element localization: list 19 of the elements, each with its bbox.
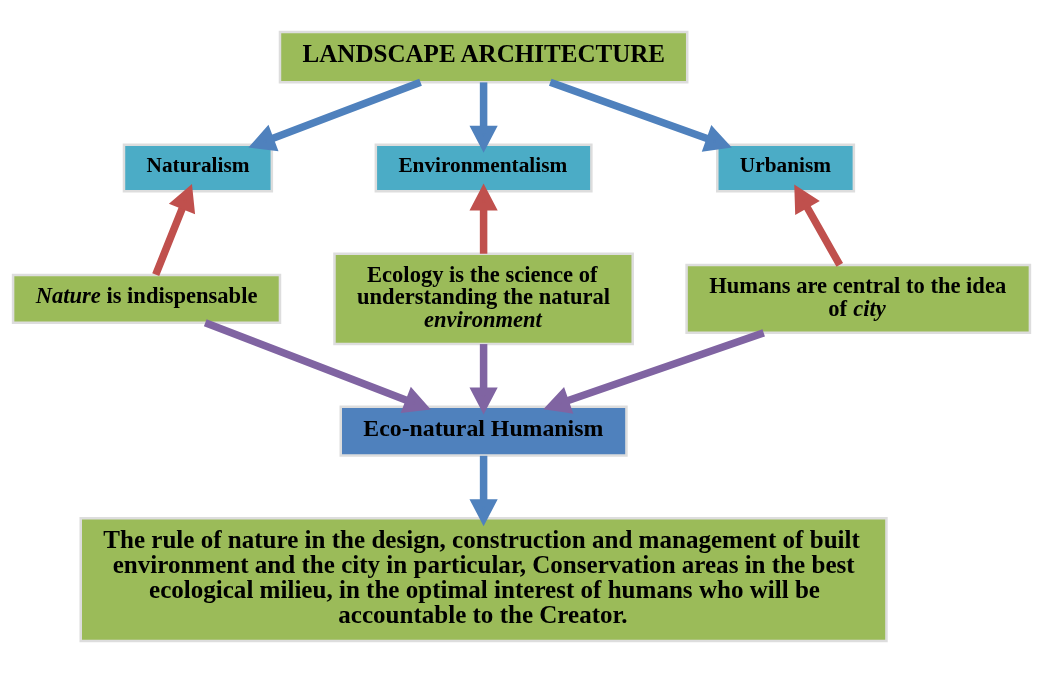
arrow	[469, 82, 498, 153]
arrow	[469, 183, 498, 254]
arrow	[548, 78, 732, 152]
node-box: Environmentalism	[374, 143, 593, 193]
node-box: Humans are central to the idea of city	[685, 263, 1032, 334]
arrow	[203, 319, 431, 414]
arrow	[469, 455, 498, 527]
node-box: Naturalism	[122, 143, 274, 193]
node-box: Ecology is the science of understanding the natural environment	[333, 252, 634, 346]
arrow	[248, 78, 422, 152]
arrow	[543, 329, 765, 414]
node-box: The rule of nature in the design, construction and management of built environment and the city in particular, Conservation areas in the best ecological milieu, in the optimal interest of humans who will be accountable to the Creator.	[79, 516, 888, 643]
arrow	[794, 184, 844, 267]
node-box: Eco-natural Humanism	[339, 405, 628, 457]
node-box: Urbanism	[716, 143, 856, 193]
arrow	[469, 344, 498, 415]
node-box: Nature is indispensable	[11, 273, 282, 324]
node-box: LANDSCAPE ARCHITECTURE	[278, 30, 689, 84]
arrow	[152, 184, 196, 277]
